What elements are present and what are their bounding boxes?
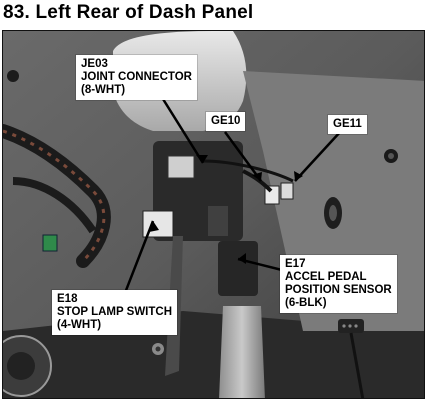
callout-e17-name-2: POSITION SENSOR (285, 284, 392, 296)
callout-e18-name: STOP LAMP SWITCH (57, 306, 173, 318)
under-dash-photo (2, 30, 425, 399)
callout-ge11-code: GE11 (333, 118, 362, 130)
callout-je03-joint-connector: JE03 JOINT CONNECTOR (8-WHT) (76, 55, 197, 100)
callout-je03-code: JE03 (81, 58, 108, 70)
leader-line (123, 98, 342, 294)
page-title: 83. Left Rear of Dash Panel (3, 2, 254, 23)
callout-e17-spec: (6-BLK) (285, 297, 327, 309)
callout-e18-spec: (4-WHT) (57, 319, 102, 331)
callout-e18-code: E18 (57, 293, 78, 305)
callout-ge10: GE10 (206, 112, 246, 131)
photo-illustration (3, 31, 424, 398)
callout-e17-code: E17 (285, 258, 306, 270)
callout-je03-spec: (8-WHT) (81, 84, 126, 96)
callout-e17-name-1: ACCEL PEDAL (285, 271, 367, 283)
callout-ge11: GE11 (328, 115, 367, 134)
callout-ge10-code: GE10 (211, 115, 241, 127)
callout-e17-accel-pedal-sensor: E17 ACCEL PEDAL POSITION SENSOR (6-BLK) (280, 255, 397, 313)
callout-e18-stop-lamp-switch: E18 STOP LAMP SWITCH (4-WHT) (52, 290, 178, 335)
callout-je03-name: JOINT CONNECTOR (81, 71, 192, 83)
